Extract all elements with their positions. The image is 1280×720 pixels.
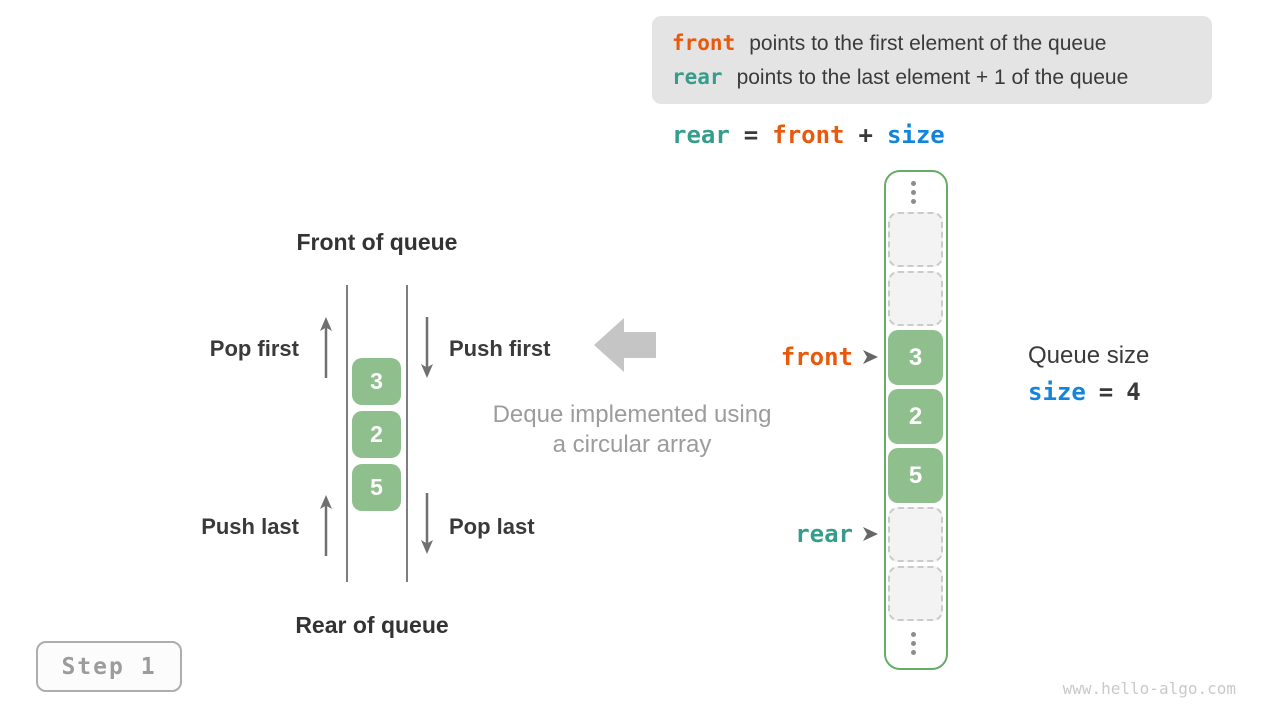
pointer-arrow-icon xyxy=(863,350,878,364)
pointer-arrow-icon xyxy=(863,527,878,541)
ellipsis-icon xyxy=(911,181,916,204)
push-last-label: Push last xyxy=(201,514,299,539)
legend-box: front points to the first element of the … xyxy=(652,16,1212,104)
center-caption: Deque implemented using a circular array xyxy=(482,400,782,460)
rear-of-queue-title: Rear of queue xyxy=(295,612,449,638)
formula-equals: = xyxy=(743,121,759,149)
caption-line-1: Deque implemented using xyxy=(492,401,772,428)
push-first-label: Push first xyxy=(449,336,551,361)
legend-line-front: front points to the first element of the … xyxy=(672,31,1192,56)
rear-pointer-label: rear xyxy=(795,520,853,548)
arrow-up-icon xyxy=(320,317,332,378)
step-badge: Step 1 xyxy=(36,641,182,692)
formula-front: front xyxy=(772,121,845,149)
ellipsis-icon xyxy=(911,632,916,655)
formula-size: size xyxy=(886,121,945,149)
array-empty-cell xyxy=(888,212,943,267)
array-empty-cell xyxy=(888,271,943,326)
stack-cell-2: 2 xyxy=(352,411,401,458)
rear-pointer: rear xyxy=(700,519,878,549)
size-equals: = xyxy=(1098,378,1114,406)
stack-cell-5: 5 xyxy=(352,464,401,511)
formula-plus: + xyxy=(858,121,873,149)
front-pointer: front xyxy=(700,342,878,372)
arrow-up-icon xyxy=(320,495,332,556)
channel-right-line xyxy=(406,285,408,582)
caption-line-2: a circular array xyxy=(552,431,712,458)
legend-line-rear: rear points to the last element + 1 of th… xyxy=(672,65,1192,90)
channel-left-line xyxy=(346,285,348,582)
front-keyword: front xyxy=(672,30,736,55)
arrow-down-icon xyxy=(421,493,433,554)
array-cell-3: 3 xyxy=(888,330,943,385)
front-pointer-label: front xyxy=(780,343,853,371)
legend-front-text: points to the first element of the queue xyxy=(749,31,1107,55)
stack-cell-3: 3 xyxy=(352,358,401,405)
array-empty-cell xyxy=(888,566,943,621)
pop-first-label: Pop first xyxy=(209,336,299,361)
formula: rear = front + size xyxy=(672,121,945,149)
arrow-down-icon xyxy=(421,317,433,378)
array-cell-2: 2 xyxy=(888,389,943,444)
rear-keyword: rear xyxy=(672,64,723,89)
formula-rear: rear xyxy=(672,121,730,149)
queue-size-value-line: size = 4 xyxy=(1028,378,1141,406)
size-value: 4 xyxy=(1126,378,1141,406)
size-keyword: size xyxy=(1028,378,1086,406)
array-cell-5: 5 xyxy=(888,448,943,503)
pop-last-label: Pop last xyxy=(449,514,535,539)
front-of-queue-title: Front of queue xyxy=(296,229,458,255)
arrow-left-icon xyxy=(594,318,656,372)
legend-rear-text: points to the last element + 1 of the qu… xyxy=(736,65,1129,89)
watermark: www.hello-algo.com xyxy=(1062,679,1236,698)
array-empty-cell xyxy=(888,507,943,562)
queue-size-label: Queue size xyxy=(1028,342,1150,369)
